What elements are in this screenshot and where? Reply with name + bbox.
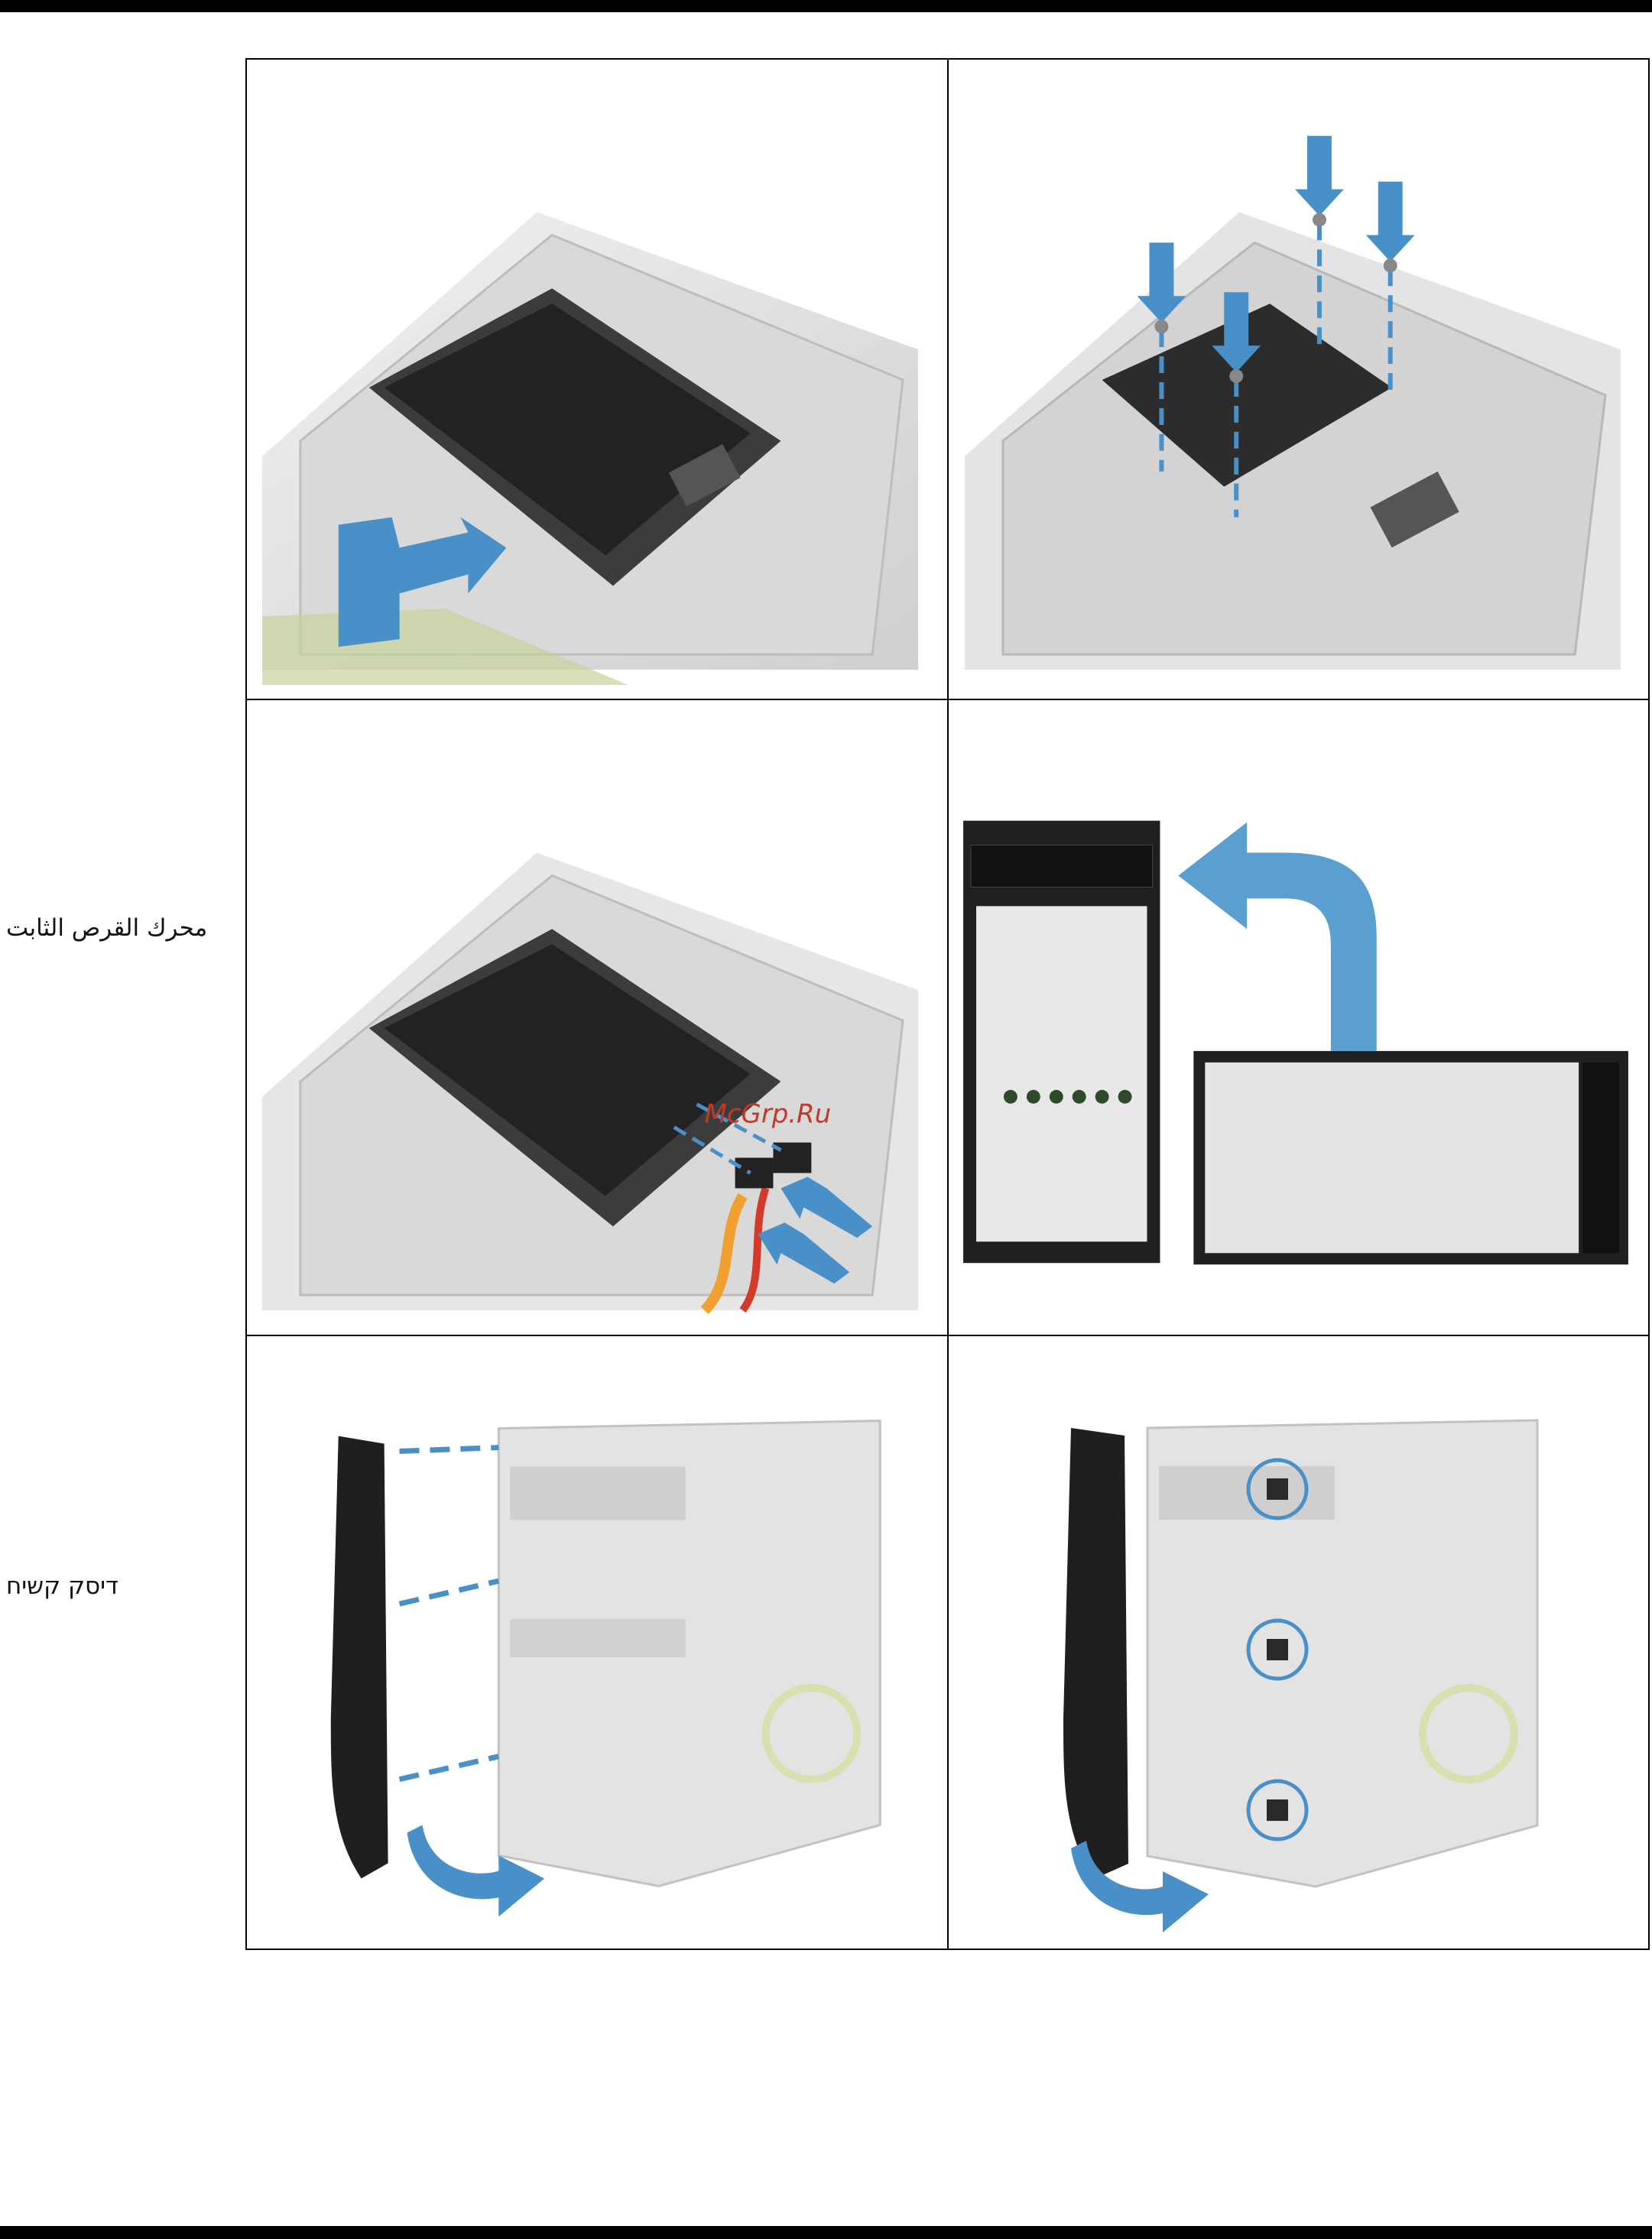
bottom-rule	[0, 2226, 1652, 2239]
bezel-attach-illustration	[247, 1336, 947, 1949]
illustration-grid: McGrp.Ru	[245, 58, 1650, 1950]
panel-hard-drive-insert	[247, 60, 949, 700]
tower-rotate-illustration	[949, 700, 1648, 1335]
bezel-clips-illustration	[949, 1336, 1648, 1949]
hard-drive-label-hebrew: דיסק קשיח	[6, 1572, 136, 1600]
sata-cable-illustration: McGrp.Ru	[247, 700, 947, 1335]
panel-sata-cable: McGrp.Ru	[247, 700, 949, 1336]
rotate-arrow	[1178, 823, 1376, 1051]
panel-tower-rotate	[949, 700, 1648, 1336]
front-bezel	[331, 1436, 388, 1879]
hard-drive-insert-illustration	[247, 60, 947, 699]
front-bezel	[1063, 1428, 1128, 1879]
panel-bezel-attach	[247, 1336, 949, 1949]
panel-bezel-clips	[949, 1336, 1648, 1949]
watermark: McGrp.Ru	[705, 1099, 831, 1129]
top-rule	[0, 0, 1652, 12]
hard-drive-label-arabic: محرك القرص الثابت	[6, 914, 209, 942]
hard-drive-screws-illustration	[949, 60, 1648, 699]
panel-hard-drive-screws	[949, 60, 1648, 700]
